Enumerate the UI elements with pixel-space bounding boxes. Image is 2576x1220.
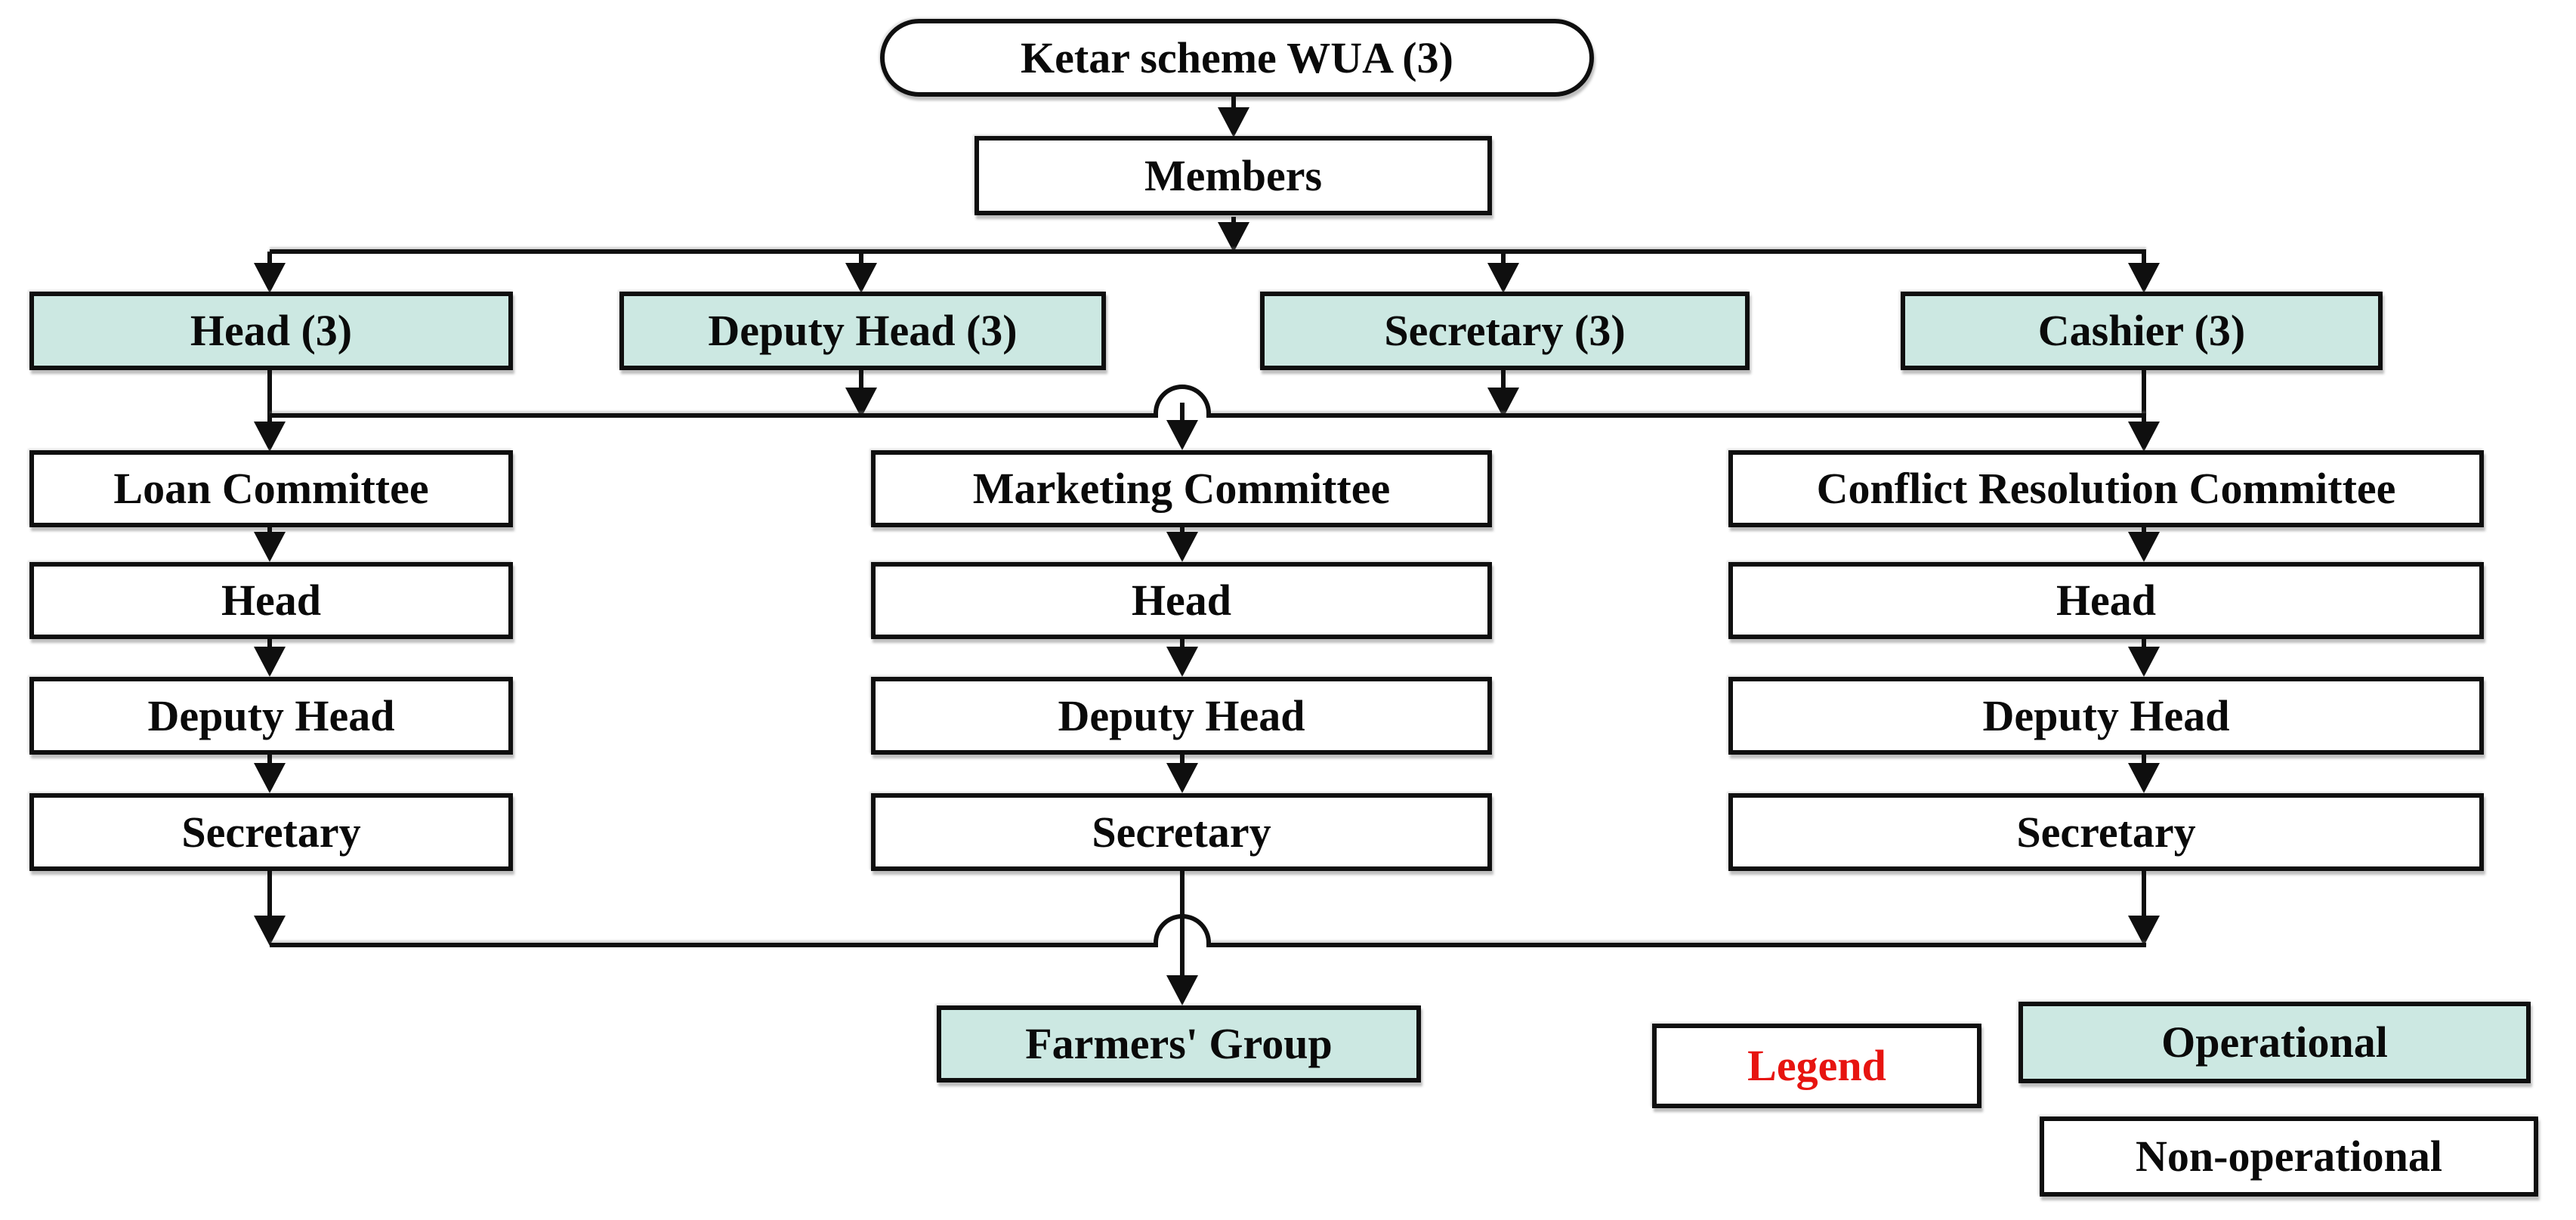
arrowhead-branch-deputy	[845, 263, 877, 293]
connector-head-down	[267, 370, 272, 425]
branch-line-committees-right	[1211, 413, 2146, 418]
arrowhead-loan-deputy	[254, 647, 286, 677]
connector-conflict-secretary-down	[2142, 871, 2146, 918]
arrowhead-conflict-secretary	[2128, 763, 2160, 793]
arrowhead-marketing-secretary	[1166, 763, 1198, 793]
connector-branch-head	[267, 252, 272, 265]
arrowhead-right-to-collector	[2128, 916, 2160, 946]
node-loan-deputy-head: Deputy Head	[29, 677, 513, 755]
node-conflict-secretary: Secretary	[1728, 793, 2484, 871]
node-farmers-group: Farmers' Group	[937, 1005, 1421, 1083]
collector-line-right	[1211, 943, 2146, 947]
arrowhead-conflict-deputy	[2128, 647, 2160, 677]
arrowhead-branch-secretary	[1487, 263, 1519, 293]
connector-branch-deputy	[859, 252, 863, 265]
node-conflict-resolution-committee: Conflict Resolution Committee	[1728, 450, 2484, 527]
connector-loan-deputy	[267, 639, 272, 650]
node-officer-cashier: Cashier (3)	[1901, 292, 2383, 370]
connector-branch-secretary	[1501, 252, 1506, 265]
connector-loan-secretary-down	[267, 871, 272, 918]
connector-branch-cashier	[2142, 252, 2146, 265]
arrowhead-conflict-head	[2128, 532, 2160, 562]
node-marketing-committee: Marketing Committee	[871, 450, 1492, 527]
node-conflict-head: Head	[1728, 562, 2484, 639]
arrowhead-loan-head	[254, 532, 286, 562]
node-loan-head: Head	[29, 562, 513, 639]
connector-into-marketing	[1180, 403, 1185, 424]
branch-line-committees-left	[270, 413, 1154, 418]
connector-root-members	[1231, 97, 1236, 110]
connector-conflict-secretary	[2142, 755, 2146, 765]
collector-line-left	[270, 943, 1154, 947]
node-root-wua: Ketar scheme WUA (3)	[880, 19, 1594, 97]
node-officer-head: Head (3)	[29, 292, 513, 370]
legend-non-operational-box: Non-operational	[2040, 1117, 2538, 1197]
legend-title-box: Legend	[1652, 1024, 1981, 1108]
arrowhead-branch-head	[254, 263, 286, 293]
connector-loan-secretary	[267, 755, 272, 765]
connector-deputy-down	[859, 370, 863, 391]
node-loan-secretary: Secretary	[29, 793, 513, 871]
connector-marketing-secretary	[1180, 755, 1185, 765]
node-conflict-deputy-head: Deputy Head	[1728, 677, 2484, 755]
node-marketing-head: Head	[871, 562, 1492, 639]
arrowhead-into-loan-committee	[254, 422, 286, 452]
arrowhead-marketing-deputy	[1166, 647, 1198, 677]
legend-operational-box: Operational	[2018, 1002, 2531, 1083]
arrowhead-into-farmers-group	[1166, 975, 1198, 1005]
arrowhead-into-conflict-committee	[2128, 422, 2160, 452]
arrowhead-into-marketing-committee	[1166, 420, 1198, 450]
branch-line-officers	[270, 249, 2146, 254]
connector-cashier-down	[2142, 370, 2146, 425]
node-members: Members	[974, 136, 1492, 215]
node-marketing-deputy-head: Deputy Head	[871, 677, 1492, 755]
arrowhead-left-to-collector	[254, 916, 286, 946]
connector-members-branch	[1231, 217, 1236, 226]
connector-into-farmers	[1180, 871, 1185, 977]
arrowhead-loan-secretary	[254, 763, 286, 793]
arrowhead-deputy-to-line	[845, 388, 877, 418]
arrowhead-marketing-head	[1166, 532, 1198, 562]
connector-marketing-deputy	[1180, 639, 1185, 650]
node-marketing-secretary: Secretary	[871, 793, 1492, 871]
arrowhead-members-branch	[1218, 222, 1249, 252]
arrowhead-root-members	[1218, 107, 1249, 137]
connector-conflict-deputy	[2142, 639, 2146, 650]
arrowhead-branch-cashier	[2128, 263, 2160, 293]
node-loan-committee: Loan Committee	[29, 450, 513, 527]
arrowhead-secretary-to-line	[1487, 388, 1519, 418]
node-officer-secretary: Secretary (3)	[1260, 292, 1750, 370]
node-officer-deputy-head: Deputy Head (3)	[619, 292, 1106, 370]
connector-secretary-down	[1501, 370, 1506, 391]
